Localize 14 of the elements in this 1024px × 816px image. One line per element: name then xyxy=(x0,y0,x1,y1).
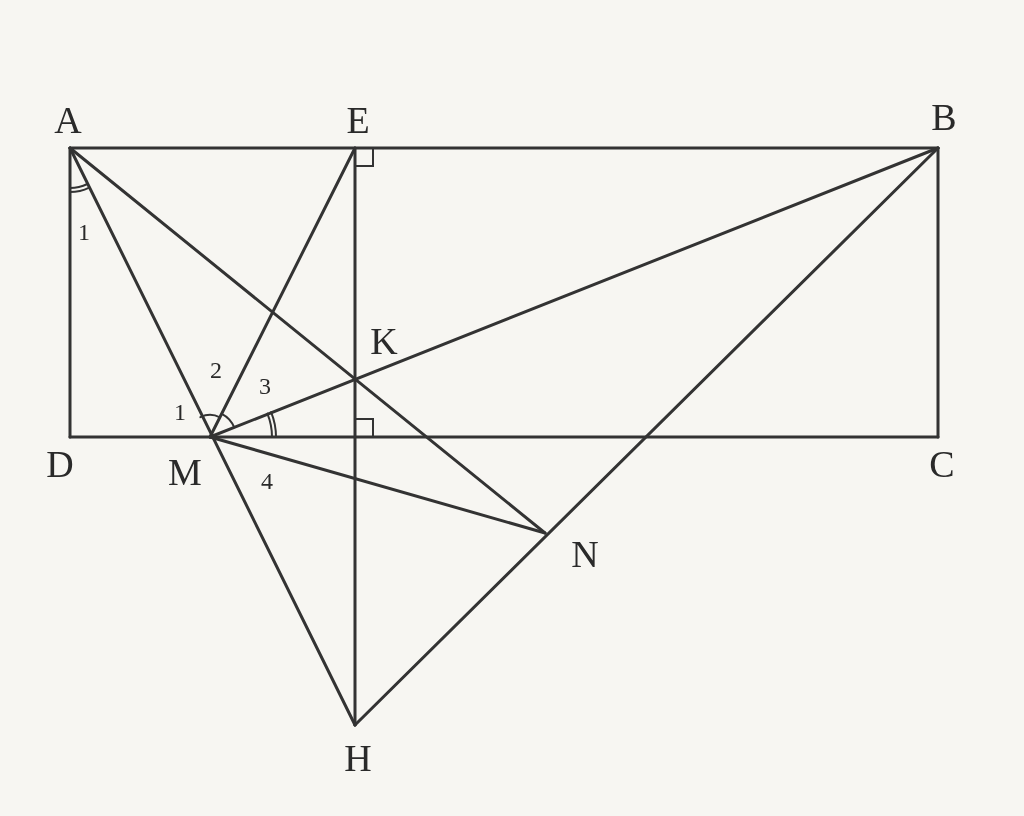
angle-number: 3 xyxy=(259,374,271,398)
point-label: K xyxy=(370,322,398,360)
angle-number: 4 xyxy=(261,469,273,493)
angle-number: 2 xyxy=(210,358,222,382)
angle-number: 1 xyxy=(78,220,90,244)
point-label: D xyxy=(46,445,74,483)
point-label: B xyxy=(931,98,957,136)
point-label: H xyxy=(344,739,372,777)
point-label: M xyxy=(168,453,202,491)
point-label: C xyxy=(929,445,955,483)
point-label: E xyxy=(346,101,370,139)
angle-number: 1 xyxy=(174,400,186,424)
point-label: A xyxy=(54,101,82,139)
point-label: N xyxy=(571,535,599,573)
